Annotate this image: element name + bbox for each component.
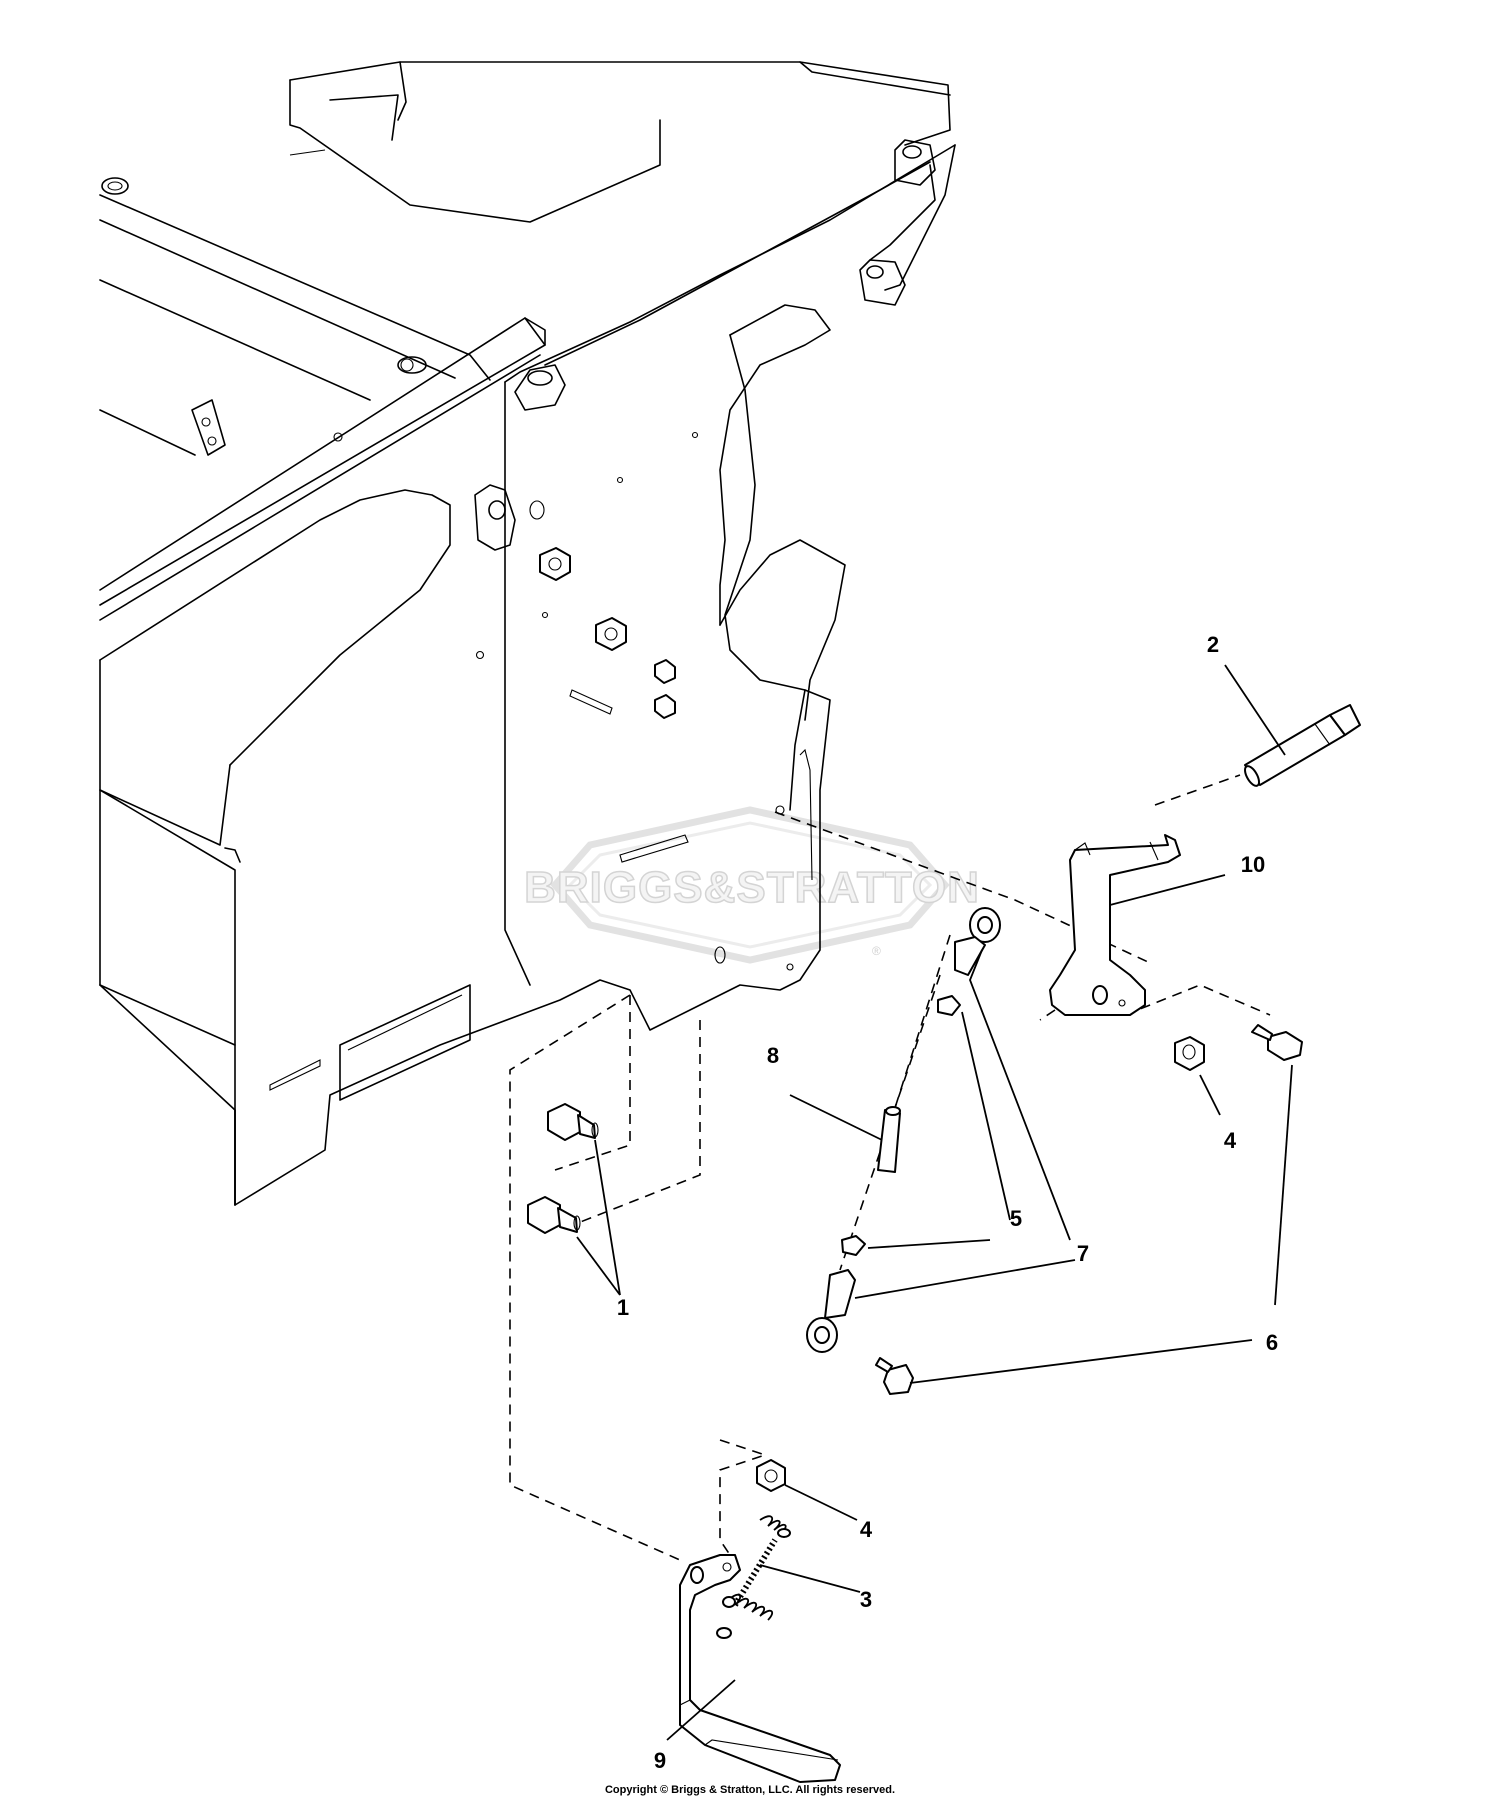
callout-10: 10 — [1241, 852, 1265, 877]
nut-part-4-lower — [756, 1459, 786, 1492]
nut-part-4-upper — [1174, 1036, 1205, 1071]
callout-labels: 1 2 3 4 4 5 6 7 8 9 10 — [617, 632, 1278, 1773]
callout-5: 5 — [1010, 1206, 1022, 1231]
jam-nut-part-5-upper — [937, 995, 961, 1016]
frame-nut — [595, 617, 627, 651]
callout-7: 7 — [1077, 1241, 1089, 1266]
callout-4-lower: 4 — [860, 1517, 873, 1542]
callout-1: 1 — [617, 1295, 629, 1320]
watermark-text: BRIGGS&STRATTON — [524, 863, 980, 912]
rod-end-part-7-lower — [806, 1269, 856, 1353]
mower-frame — [99, 61, 956, 1206]
callout-2: 2 — [1207, 632, 1219, 657]
jam-nut-part-5-lower — [841, 1235, 866, 1256]
bracket-part-9 — [679, 1554, 841, 1783]
frame-nut — [539, 547, 571, 581]
rod-part-8 — [877, 1106, 901, 1173]
bolt-part-1-lower — [527, 1196, 581, 1234]
callout-6: 6 — [1266, 1330, 1278, 1355]
callout-9: 9 — [654, 1748, 666, 1773]
bolt-part-1-upper — [547, 1103, 599, 1141]
leader-lines — [576, 664, 1293, 1741]
bracket-part-10 — [1049, 834, 1181, 1016]
copyright-notice: Copyright © Briggs & Stratton, LLC. All … — [604, 1784, 896, 1796]
callout-3: 3 — [860, 1587, 872, 1612]
callout-4-upper: 4 — [1224, 1128, 1237, 1153]
briggs-stratton-logo: BRIGGS&STRATTON ® — [523, 806, 980, 964]
watermark-registered-mark: ® — [872, 944, 881, 958]
rod-end-part-7-upper — [954, 907, 1001, 976]
bolt-part-6-upper — [1251, 1024, 1303, 1061]
callout-8: 8 — [767, 1043, 779, 1068]
spring-part-3 — [722, 1515, 791, 1621]
bolt-part-6-lower — [875, 1357, 914, 1395]
pin-part-2 — [1244, 704, 1361, 787]
